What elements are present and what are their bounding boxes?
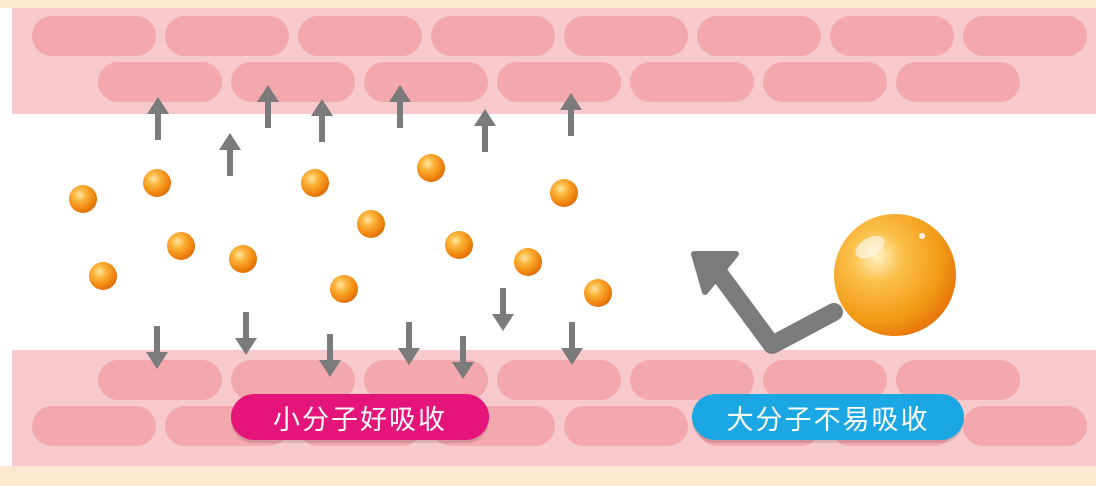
small-molecule-label: 小分子好吸收 (231, 394, 489, 440)
brick (497, 360, 621, 400)
arrow-up-icon (389, 85, 411, 128)
small-particle (445, 231, 473, 259)
brick (98, 360, 222, 400)
cream-bottom-edge (0, 466, 1096, 486)
brick (165, 16, 289, 56)
arrow-up-icon (311, 99, 333, 142)
brick (497, 62, 621, 102)
brick (231, 62, 355, 102)
small-particle (89, 262, 117, 290)
cream-top-edge (0, 0, 1096, 8)
brick (364, 62, 488, 102)
small-particle (357, 210, 385, 238)
brick (32, 406, 156, 446)
arrow-down-icon (398, 322, 420, 365)
small-particle (550, 179, 578, 207)
small-particle (514, 248, 542, 276)
arrow-down-icon (492, 288, 514, 331)
arrows-down (146, 288, 583, 379)
arrow-down-icon (146, 326, 168, 369)
arrow-up-icon (257, 85, 279, 128)
brick (98, 62, 222, 102)
brick (697, 16, 821, 56)
brick (896, 62, 1020, 102)
small-particle (143, 169, 171, 197)
brick (963, 406, 1087, 446)
arrow-down-icon (452, 336, 474, 379)
brick (564, 406, 688, 446)
arrows-up (147, 85, 582, 176)
arrow-down-icon (319, 334, 341, 377)
brick (431, 16, 555, 56)
small-particle (69, 185, 97, 213)
small-particles (69, 154, 612, 307)
brick (32, 16, 156, 56)
brick (364, 360, 488, 400)
small-particle (584, 279, 612, 307)
brick (564, 16, 688, 56)
arrow-up-icon (560, 93, 582, 136)
small-particle (229, 245, 257, 273)
arrow-up-icon (474, 109, 496, 152)
small-particle (301, 169, 329, 197)
brick (298, 16, 422, 56)
brick (630, 360, 754, 400)
large-particle (834, 214, 956, 336)
brick (830, 16, 954, 56)
arrow-up-icon (147, 97, 169, 140)
small-particle (417, 154, 445, 182)
brick (763, 360, 887, 400)
small-particle (330, 275, 358, 303)
brick (630, 62, 754, 102)
brick (896, 360, 1020, 400)
arrow-up-icon (219, 133, 241, 176)
bounce-arrow-icon (691, 251, 843, 354)
arrow-down-icon (235, 312, 257, 355)
brick (763, 62, 887, 102)
brick (963, 16, 1087, 56)
brick (231, 360, 355, 400)
arrow-down-icon (561, 322, 583, 365)
small-particle (167, 232, 195, 260)
top-cell-wall (12, 8, 1096, 114)
large-molecule-label: 大分子不易吸收 (692, 394, 964, 440)
